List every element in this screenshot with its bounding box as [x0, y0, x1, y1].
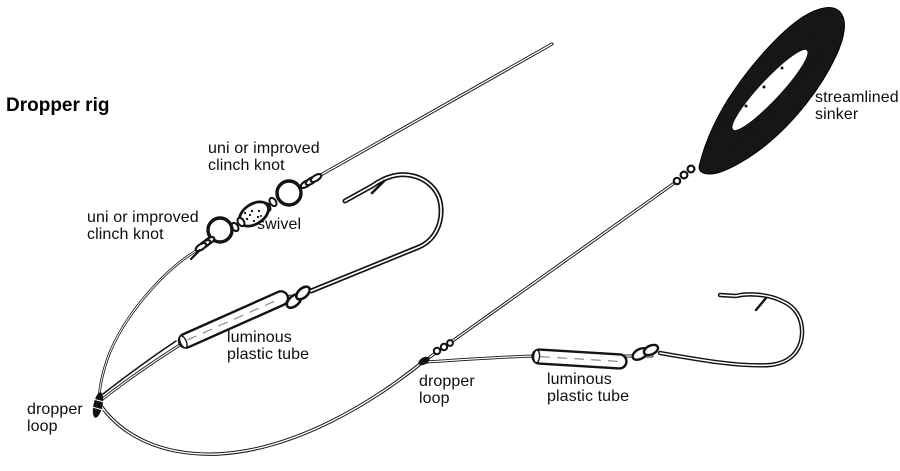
label-tube-right: luminous plastic tube — [547, 371, 630, 405]
swivel-lower-ring — [206, 216, 234, 244]
left-hook-barb — [370, 179, 386, 195]
label-streamlined-sinker: streamlined sinker — [815, 89, 899, 123]
bottom-sag-line — [97, 359, 426, 456]
right-tube-knot-drawing — [631, 343, 660, 361]
right-hook-drawing — [657, 292, 805, 368]
figure-title: Dropper rig — [6, 95, 110, 116]
left-hook-drawing — [308, 172, 444, 294]
swivel-drawing — [189, 172, 323, 261]
sinker-connector-drawing — [672, 164, 696, 186]
swivel-barrel-stipple — [243, 209, 262, 223]
left-tube-drawing — [177, 290, 290, 349]
left-dropper-loop-knot — [91, 392, 105, 418]
label-dropper-loop-left: dropper loop — [27, 401, 83, 435]
lower-clinch-knot-drawing — [189, 235, 216, 261]
sinker-stipple — [726, 35, 824, 148]
label-clinch-knot-lower: uni or improved clinch knot — [87, 209, 199, 243]
left-curve-line — [97, 246, 203, 405]
sinker-highlight — [732, 49, 808, 131]
label-clinch-knot-upper: uni or improved clinch knot — [208, 140, 320, 174]
upper-clinch-knot-drawing — [299, 172, 323, 190]
label-tube-left: luminous plastic tube — [227, 329, 310, 363]
right-main-line — [428, 182, 675, 359]
label-swivel: swivel — [257, 216, 302, 233]
right-dropper-loop-knot — [418, 339, 454, 366]
right-tube-drawing — [531, 348, 628, 370]
label-dropper-loop-right: dropper loop — [419, 373, 475, 407]
left-tube-knot-drawing — [285, 285, 311, 310]
sinker-drawing — [672, 7, 845, 186]
swivel-upper-ring — [275, 179, 303, 207]
right-hook-barb — [754, 296, 768, 312]
main-line-top — [317, 42, 554, 178]
